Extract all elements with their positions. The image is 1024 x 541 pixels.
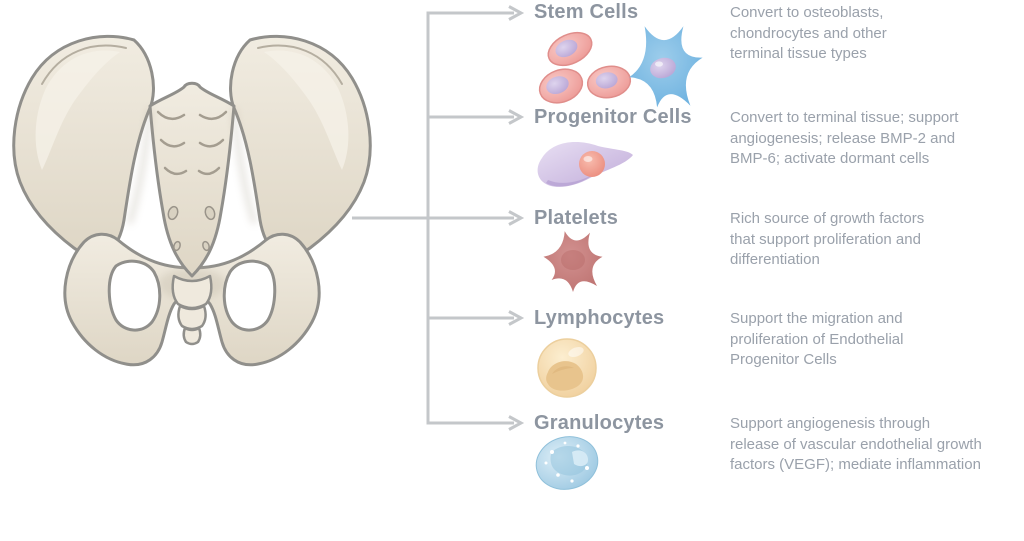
arrowhead-2 [508,109,525,125]
right-crest-line [257,44,343,85]
row-desc-stem-cells: Convert to osteoblasts, chondrocytes and… [730,4,887,62]
row-label-granulocytes: Granulocytes [534,412,665,434]
red-cell-3 [586,65,632,99]
row-desc-platelets: Rich source of growth factors that suppo… [730,210,925,268]
left-crest-line [41,44,127,85]
red-cell-2 [538,68,584,104]
arrowhead-4 [508,310,525,326]
row-desc-progenitor-cells: Convert to terminal tissue; support angi… [730,109,959,167]
red-cell-1 [547,31,593,67]
row-label-progenitor-cells: Progenitor Cells [534,106,692,128]
progenitor-cell-icon [537,142,633,187]
pelvis-illustration [12,34,372,367]
sacral-foramina [167,205,216,252]
row-desc-granulocytes: Support angiogenesis through release of … [730,415,982,473]
stem-cells-icon [538,26,703,108]
granulocyte-icon [535,436,599,490]
arrowhead-3 [508,210,525,226]
dendritic-stem-cell [629,26,703,108]
arrowheads [508,5,525,431]
pelvis-coccyx [171,274,213,346]
pelvis-right-foramen [222,259,277,332]
connector-lines [352,5,525,431]
arrowhead-1 [508,5,525,21]
left-wing-highlight [35,50,121,170]
sacrum-right-shadow [232,108,256,224]
row-desc-lymphocytes: Support the migration and proliferation … [730,310,904,368]
right-wing-highlight [264,50,349,170]
arrowhead-5 [508,415,525,431]
row-label-lymphocytes: Lymphocytes [534,307,665,329]
platelet-icon [543,231,603,292]
sacrum-left-shadow [128,108,152,224]
row-label-platelets: Platelets [534,207,619,229]
pelvis-sacrum [148,81,236,278]
row-label-stem-cells: Stem Cells [534,1,639,23]
pelvis-left-foramen [107,259,162,332]
lymphocyte-icon [537,338,597,398]
sacral-ridges [156,110,228,176]
granule-speckles [544,441,589,483]
